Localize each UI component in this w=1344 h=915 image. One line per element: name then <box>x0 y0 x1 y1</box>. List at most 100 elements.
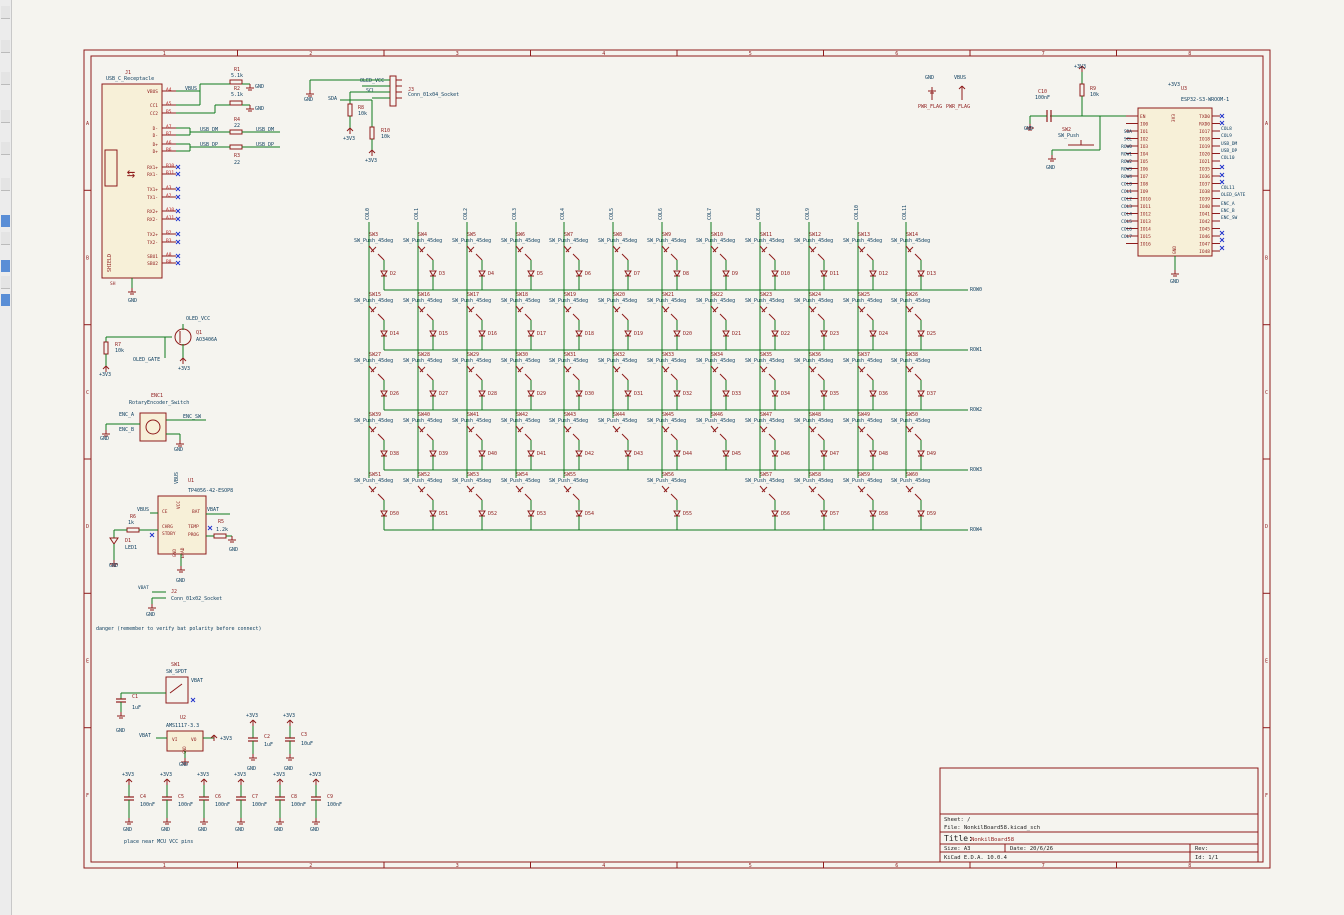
c1-ref: C1 <box>132 694 138 700</box>
switch-value: SW_Push_45deg <box>549 358 588 364</box>
switch-actuator <box>761 306 768 313</box>
row-net-label: ROW1 <box>970 347 982 353</box>
resistor-body <box>229 79 243 85</box>
switch-value: SW_Push_45deg <box>891 298 930 304</box>
power-symbol <box>163 778 168 783</box>
column-marker: 2 <box>309 51 312 57</box>
r6-ref: R6 <box>130 514 136 520</box>
ic-pin: VI <box>172 737 178 743</box>
esp-right-pin: IO35 <box>1199 167 1210 173</box>
power-symbol <box>249 719 254 724</box>
decoupling-cap-ref: C6 <box>215 794 221 800</box>
switch-contact <box>857 245 864 253</box>
switch-contact <box>866 253 874 261</box>
esp-net-label: COL2 <box>1121 197 1132 203</box>
diode-symbol <box>722 270 730 277</box>
date-label: Date: 20/6/26 <box>1010 846 1053 852</box>
diode-symbol <box>527 450 535 457</box>
decoupling-cap-value: 100nF <box>291 802 306 808</box>
usb-pin-name: VBUS <box>147 89 158 95</box>
switch-contact <box>466 485 473 493</box>
r7-value: 10k <box>115 348 124 354</box>
diode-symbol <box>624 450 632 457</box>
usb-pin-name: CC1 <box>150 103 158 109</box>
switch-actuator <box>419 306 426 313</box>
switch-contact <box>417 485 424 493</box>
switch-ref: SW56 <box>662 472 674 478</box>
diode-ref: D55 <box>683 511 692 517</box>
net-highlight-icon[interactable] <box>1 260 10 272</box>
diode-symbol <box>820 330 828 337</box>
encoder-body <box>139 412 167 442</box>
esp-net-label: ROW1 <box>1121 152 1132 158</box>
switch-value: SW_Push_45deg <box>354 478 393 484</box>
switch-ref: SW32 <box>613 352 625 358</box>
switch-value: SW_Push_45deg <box>452 478 491 484</box>
esp-right-pin: IO17 <box>1199 129 1210 135</box>
diode-symbol <box>917 510 925 517</box>
switch-actuator <box>565 486 572 493</box>
switch-contact <box>475 373 483 381</box>
diode-symbol <box>624 270 632 277</box>
r4-value: 22 <box>234 123 240 129</box>
spdt-blade <box>169 683 183 694</box>
switch-contact <box>661 425 668 433</box>
switch-contact <box>759 305 766 313</box>
switch-ref: SW17 <box>467 292 479 298</box>
switch-contact <box>914 313 922 321</box>
annotate-icon[interactable] <box>1 276 10 289</box>
switch-contact <box>905 365 912 373</box>
switch-actuator <box>614 246 621 253</box>
decoupling-cap-value: 100nF <box>140 802 155 808</box>
select-tool-icon[interactable] <box>1 6 10 19</box>
esp-right-pin: IO37 <box>1199 182 1210 188</box>
power-symbol <box>102 365 107 370</box>
switch-contact <box>515 485 522 493</box>
enc-sw-label: ENC_SW <box>183 414 202 420</box>
row-marker: A <box>86 121 89 127</box>
switch-ref: SW9 <box>662 232 671 238</box>
hierarchy-icon[interactable] <box>1 178 10 191</box>
row-marker: C <box>1265 390 1268 396</box>
diode-ref: D16 <box>488 331 497 337</box>
switch-contact <box>808 485 815 493</box>
units-icon[interactable] <box>1 72 10 85</box>
usb-pin-number: A3 <box>166 185 172 191</box>
switch-ref: SW12 <box>809 232 821 238</box>
layers-icon[interactable] <box>1 215 10 227</box>
switch-actuator <box>810 366 817 373</box>
switch-actuator <box>907 486 914 493</box>
pwr-label: +3V3 <box>99 372 111 378</box>
diode-symbol <box>527 270 535 277</box>
r5-ref: R5 <box>218 519 224 525</box>
column-net-label: COL8 <box>756 208 762 220</box>
u2-value: AMS1117-3.3 <box>166 723 199 729</box>
r3-value: 22 <box>234 160 240 166</box>
esp-right-pin: IO45 <box>1199 227 1210 233</box>
column-marker: 3 <box>456 863 459 869</box>
switch-contact <box>377 313 385 321</box>
switch-contact <box>866 433 874 441</box>
switch-contact <box>914 433 922 441</box>
diode-ref: D42 <box>585 451 594 457</box>
inspect-icon[interactable] <box>1 232 10 245</box>
diode-ref: D29 <box>537 391 546 397</box>
row-net-label: ROW2 <box>970 407 982 413</box>
diode-symbol <box>575 270 583 277</box>
usb-pin-number: A2 <box>166 193 172 199</box>
diode-ref: D30 <box>585 391 594 397</box>
properties-icon[interactable] <box>1 294 10 306</box>
switch-contact <box>817 313 825 321</box>
switch-ref: SW10 <box>711 232 723 238</box>
usb-pin-name: RX1- <box>147 172 158 178</box>
switch-actuator <box>370 246 377 253</box>
zoom-icon[interactable] <box>1 142 10 155</box>
switch-ref: SW22 <box>711 292 723 298</box>
cursor-icon[interactable] <box>1 110 10 123</box>
resistor-body <box>213 533 227 539</box>
switch-ref: SW11 <box>760 232 772 238</box>
encoder-knob <box>145 419 161 435</box>
grid-icon[interactable] <box>1 40 10 53</box>
switch-contact <box>368 305 375 313</box>
